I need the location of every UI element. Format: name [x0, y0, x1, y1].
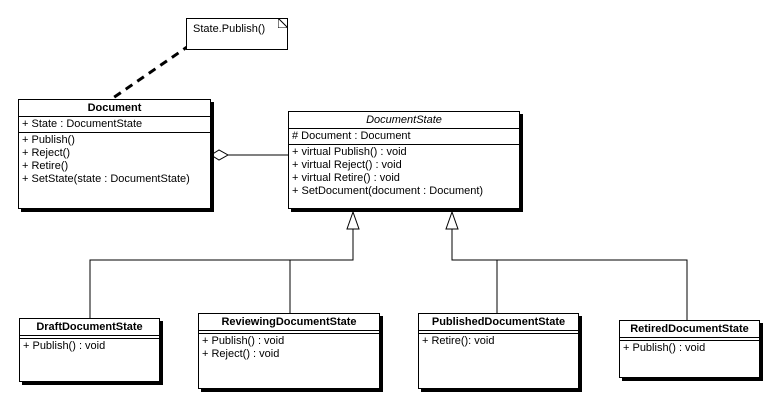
class-document[interactable]: Document + State : DocumentState + Publi… [18, 99, 211, 209]
operation: + virtual Publish() : void [292, 146, 407, 158]
operation: + Retire() [22, 160, 69, 172]
class-operations: + virtual Publish() : void + virtual Rej… [289, 145, 519, 199]
note-text: State.Publish() [193, 23, 266, 35]
operation: + Reject() : void [202, 348, 280, 360]
operation: + Publish() : void [202, 335, 285, 347]
class-name: Document [19, 100, 210, 117]
class-operations: + Publish() + Reject() + Retire() + SetS… [19, 133, 210, 187]
note: State.Publish() [186, 18, 288, 50]
operation: + Publish() [22, 134, 75, 146]
class-retired-document-state[interactable]: RetiredDocumentState + Publish() : void [619, 320, 760, 378]
empty-attributes-compartment [419, 331, 578, 334]
aggregation-diamond [210, 149, 230, 161]
class-attributes: + State : DocumentState [19, 117, 210, 133]
empty-attributes-compartment [199, 331, 379, 334]
class-draft-document-state[interactable]: DraftDocumentState + Publish() : void [19, 318, 160, 382]
operation: + Publish() : void [23, 340, 106, 352]
class-operations: + Publish() : void + Reject() : void [199, 334, 379, 362]
class-operations: + Publish() : void [20, 339, 159, 354]
empty-attributes-compartment [620, 338, 759, 341]
class-attributes: # Document : Document [289, 129, 519, 145]
note-link [112, 43, 191, 100]
operation: + SetDocument(document : Document) [292, 185, 484, 197]
class-name: RetiredDocumentState [620, 321, 759, 338]
class-name: DocumentState [289, 112, 519, 129]
attribute: # Document : Document [292, 130, 411, 142]
class-operations: + Retire(): void [419, 334, 578, 349]
class-published-document-state[interactable]: PublishedDocumentState + Retire(): void [418, 313, 579, 389]
class-name: PublishedDocumentState [419, 314, 578, 331]
inheritance-line-draft-reviewing [89, 229, 354, 318]
class-name: ReviewingDocumentState [199, 314, 379, 331]
attribute: + State : DocumentState [22, 118, 143, 130]
empty-attributes-compartment [20, 336, 159, 339]
operation: + SetState(state : DocumentState) [22, 173, 190, 185]
class-document-state[interactable]: DocumentState # Document : Document + vi… [288, 111, 520, 209]
class-operations: + Publish() : void [620, 341, 759, 356]
inheritance-line-published-retired [451, 229, 688, 320]
operation: + Reject() [22, 147, 70, 159]
inheritance-arrowhead-right [445, 210, 459, 230]
operation: + Retire(): void [422, 335, 495, 347]
note-fold-corner [278, 18, 288, 28]
operation: + Publish() : void [623, 342, 706, 354]
operation: + virtual Retire() : void [292, 172, 400, 184]
operation: + virtual Reject() : void [292, 159, 402, 171]
class-reviewing-document-state[interactable]: ReviewingDocumentState + Publish() : voi… [198, 313, 380, 389]
class-name: DraftDocumentState [20, 319, 159, 336]
inheritance-arrowhead-left [346, 210, 360, 230]
